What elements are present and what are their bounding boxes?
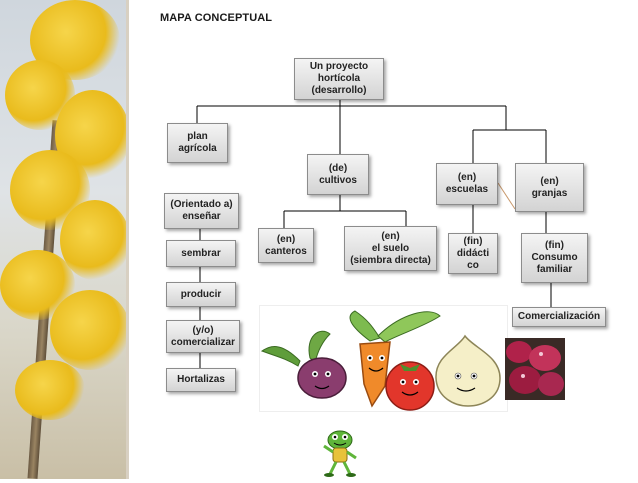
- node-consumo-familiar: (fin) Consumo familiar: [521, 233, 588, 283]
- node-suelo: (en) el suelo (siembra directa): [344, 226, 437, 271]
- node-orientado-ensenar: (Orientado a) enseñar: [164, 193, 239, 229]
- flower-cluster: [15, 360, 85, 420]
- node-escuelas: (en) escuelas: [436, 163, 498, 205]
- flower-cluster: [50, 290, 126, 370]
- node-cultivos: (de) cultivos: [307, 154, 369, 195]
- node-sembrar: sembrar: [166, 240, 236, 267]
- node-plan-agricola: plan agrícola: [167, 123, 228, 163]
- vegetables-illustration: [259, 305, 508, 412]
- node-comercializacion: Comercialización: [512, 307, 606, 327]
- node-producir: producir: [166, 282, 236, 307]
- photo-divider: [126, 0, 129, 479]
- node-comercializar: (y/o) comercializar: [166, 320, 240, 353]
- flower-cluster: [60, 200, 126, 280]
- frog-drawing: [323, 430, 357, 477]
- fruit-photo: [505, 338, 565, 400]
- node-hortalizas: Hortalizas: [166, 368, 236, 392]
- node-canteros: (en) canteros: [258, 228, 314, 263]
- fruit-drawing: [506, 341, 564, 396]
- node-granjas: (en) granjas: [515, 163, 584, 212]
- page-title: MAPA CONCEPTUAL: [160, 12, 273, 24]
- vegetables-drawing: [260, 310, 501, 411]
- node-root: Un proyecto hortícola (desarrollo): [294, 58, 384, 100]
- tree-photo: [0, 0, 126, 479]
- node-didactico: (fin) didácti co: [448, 233, 498, 274]
- frog-mascot: [320, 428, 360, 483]
